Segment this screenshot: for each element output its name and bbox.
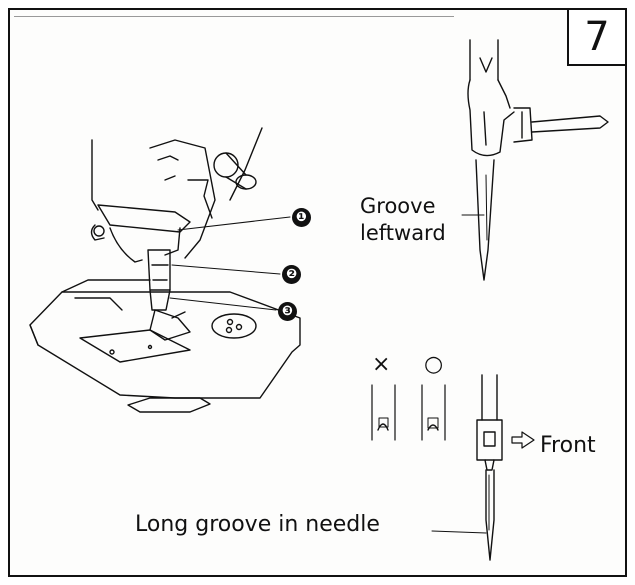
sewing-machine-head-drawing	[29, 127, 301, 413]
front-label: Front	[540, 433, 596, 458]
callout-1: ❶	[292, 208, 311, 227]
needle-clamp-drawing	[461, 39, 609, 281]
correct-mark: ○	[424, 352, 444, 377]
step-number: 7	[584, 14, 610, 60]
needle-front-view-drawing	[431, 374, 535, 561]
top-rule	[14, 16, 454, 17]
callout-2: ❷	[282, 265, 301, 284]
wrong-mark: ×	[372, 352, 391, 377]
long-groove-label: Long groove in needle	[135, 512, 380, 537]
step-number-box: 7	[567, 8, 627, 66]
groove-label-line1: Groove	[360, 194, 436, 218]
callout-3: ❸	[278, 302, 297, 321]
orientation-comparison-drawing	[371, 384, 446, 441]
groove-leftward-label: Groove leftward	[360, 193, 446, 247]
groove-label-line2: leftward	[360, 221, 446, 245]
